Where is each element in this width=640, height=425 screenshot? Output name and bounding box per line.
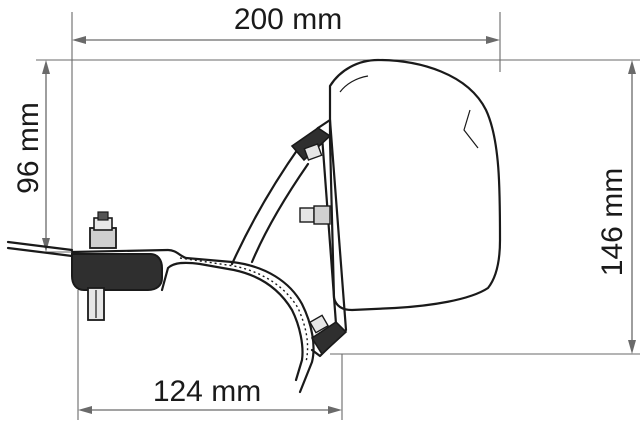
bottom-label: 124 mm	[153, 375, 261, 408]
arrow-head	[328, 406, 342, 414]
top-clamp	[290, 127, 332, 162]
cassette-top-edge	[339, 75, 369, 93]
mounting-plate	[310, 118, 348, 358]
width-label: 200 mm	[234, 3, 342, 36]
bolt-tip	[97, 211, 109, 221]
bottom-clamp	[310, 320, 348, 356]
arrow-head	[628, 340, 636, 354]
awning-cassette	[328, 58, 502, 312]
seal-strip	[179, 257, 309, 363]
rubber-pad	[71, 253, 163, 291]
arrow-head	[42, 60, 50, 74]
middle-nut	[313, 205, 331, 225]
mounting-plate-inner	[320, 134, 338, 326]
arrow-head	[486, 36, 500, 44]
bottom-bolt	[308, 314, 330, 334]
plate-fasteners	[290, 127, 348, 356]
arrow-head	[72, 36, 86, 44]
dimension-lines	[36, 12, 640, 420]
bracket-outer-edge	[70, 248, 315, 394]
mounting-foot	[71, 211, 163, 321]
left-height-label: 96 mm	[12, 102, 45, 194]
cassette-body	[328, 58, 502, 312]
arrow-head	[628, 60, 636, 74]
bracket-inner-edge	[160, 261, 304, 382]
roof-edge-left-lower	[6, 246, 74, 258]
middle-bolt-head	[299, 207, 315, 223]
arrow-head	[78, 406, 92, 414]
roof-edge-left	[6, 240, 74, 252]
nut	[89, 227, 117, 249]
top-bolt	[303, 143, 323, 161]
cassette-ridge	[463, 109, 479, 149]
bracket-support-arm-inner	[250, 162, 310, 264]
arrow-head	[42, 238, 50, 252]
right-height-label: 146 mm	[596, 168, 629, 276]
bracket-arm	[70, 118, 348, 394]
